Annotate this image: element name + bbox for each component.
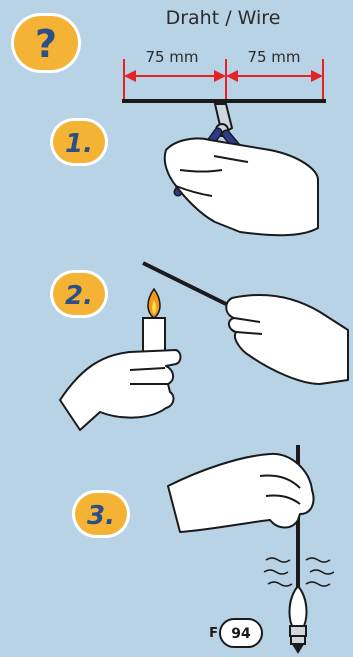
help-icon: ? — [11, 13, 81, 73]
step-3-badge: 3. — [72, 490, 130, 538]
footer-prefix: F — [209, 626, 218, 641]
hand-icon — [168, 454, 314, 532]
step-1-label: 1. — [65, 129, 93, 159]
hand-icon — [60, 295, 348, 430]
hand-icon — [165, 138, 318, 235]
step-2-badge: 2. — [50, 270, 108, 318]
bulb-icon — [290, 586, 307, 652]
page-title: Draht / Wire — [166, 7, 281, 29]
page-number: 94 — [231, 626, 251, 642]
step-3-label: 3. — [87, 501, 115, 531]
help-symbol: ? — [35, 22, 57, 66]
step-1-badge: 1. — [50, 118, 108, 166]
left-measure-label: 75 mm — [145, 48, 198, 66]
right-measure-label: 75 mm — [247, 48, 300, 66]
step-2-label: 2. — [65, 281, 93, 311]
page-number-badge: 94 — [220, 619, 262, 647]
